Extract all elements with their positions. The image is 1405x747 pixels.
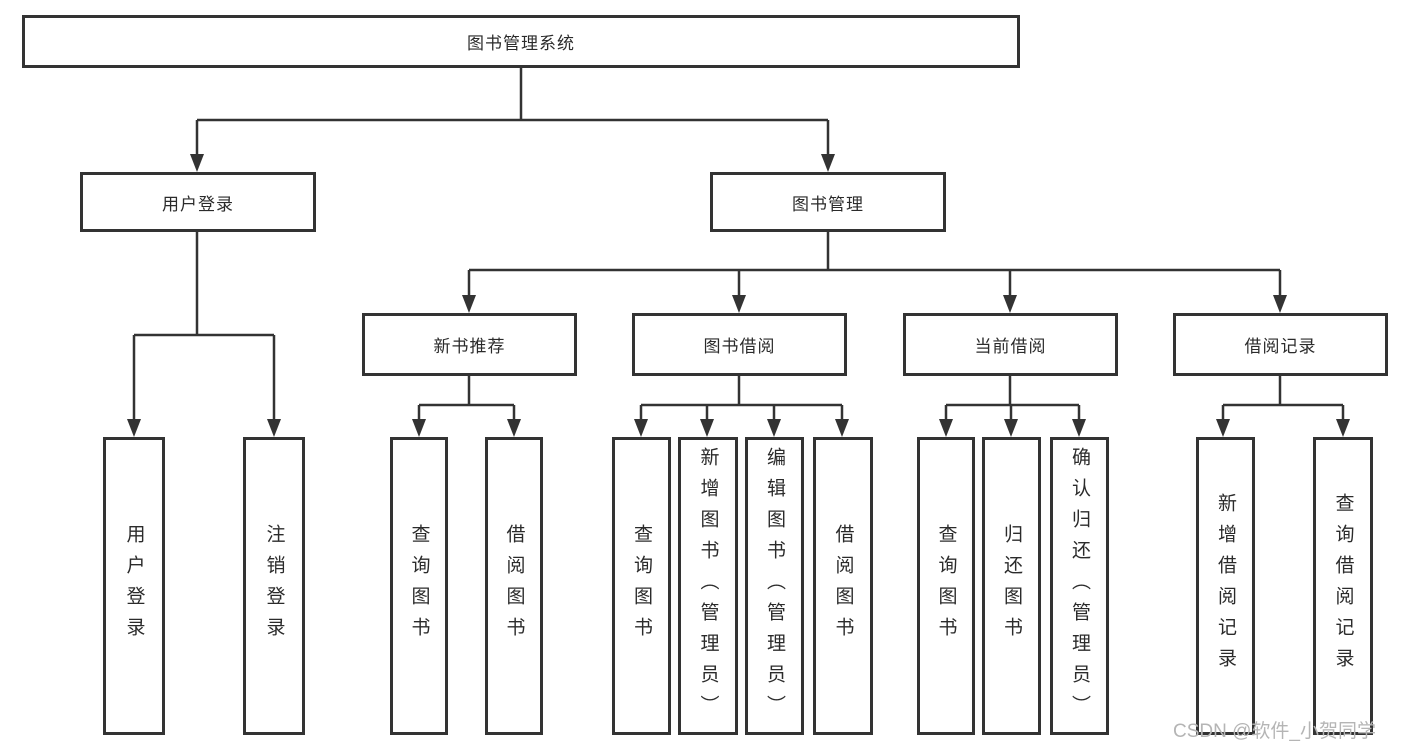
- leaf-label: 新增图书（管理员）: [697, 446, 719, 726]
- leaf-query-borrow-record: 查询借阅记录: [1313, 437, 1373, 735]
- node-borrow-records: 借阅记录: [1173, 313, 1388, 376]
- leaf-add-book-admin: 新增图书（管理员）: [678, 437, 738, 735]
- leaf-label: 查询借阅记录: [1332, 493, 1354, 679]
- leaf-label: 查询图书: [408, 524, 430, 648]
- arrowhead-down: [939, 419, 953, 437]
- arrowhead-down: [634, 419, 648, 437]
- arrowhead-down: [1004, 419, 1018, 437]
- leaf-label: 确认归还（管理员）: [1069, 446, 1090, 726]
- node-book-management: 图书管理: [710, 172, 946, 232]
- arrowhead-down: [732, 295, 746, 313]
- connector-paths: [132, 68, 1345, 421]
- arrowhead-down: [1003, 295, 1017, 313]
- leaf-borrow-books-newbook: 借阅图书: [485, 437, 543, 735]
- arrowhead-down: [821, 154, 835, 172]
- arrowhead-down: [1072, 419, 1086, 437]
- node-new-book-recommend: 新书推荐: [362, 313, 577, 376]
- leaf-label: 编辑图书（管理员）: [764, 446, 785, 726]
- leaf-return-books: 归还图书: [982, 437, 1041, 735]
- node-book-borrow: 图书借阅: [632, 313, 847, 376]
- node-user-login: 用户登录: [80, 172, 316, 232]
- leaf-label: 归还图书: [1001, 524, 1022, 648]
- node-current-borrow: 当前借阅: [903, 313, 1118, 376]
- arrowhead-down: [190, 154, 204, 172]
- arrowhead-down: [1216, 419, 1230, 437]
- arrowhead-down: [507, 419, 521, 437]
- leaf-query-books-current: 查询图书: [917, 437, 975, 735]
- arrowhead-down: [462, 295, 476, 313]
- leaf-label: 用户登录: [123, 524, 145, 648]
- leaf-user-login: 用户登录: [103, 437, 165, 735]
- leaf-edit-book-admin: 编辑图书（管理员）: [745, 437, 804, 735]
- leaf-logout-login: 注销登录: [243, 437, 305, 735]
- arrowhead-down: [1336, 419, 1350, 437]
- arrowhead-down: [412, 419, 426, 437]
- leaf-label: 借阅图书: [832, 524, 854, 648]
- leaf-label: 新增借阅记录: [1215, 493, 1236, 679]
- arrowheads: [127, 154, 1350, 437]
- watermark: CSDN @软件_小贺同学: [1173, 721, 1376, 742]
- arrowhead-down: [835, 419, 849, 437]
- node-library-management-system: 图书管理系统: [22, 15, 1020, 68]
- leaf-query-books-borrow: 查询图书: [612, 437, 671, 735]
- leaf-borrow-books-borrow: 借阅图书: [813, 437, 873, 735]
- leaf-add-borrow-record: 新增借阅记录: [1196, 437, 1255, 735]
- leaf-label: 查询图书: [935, 524, 957, 648]
- arrowhead-down: [267, 419, 281, 437]
- leaf-label: 借阅图书: [503, 524, 525, 648]
- leaf-confirm-return-admin: 确认归还（管理员）: [1050, 437, 1109, 735]
- arrowhead-down: [767, 419, 781, 437]
- arrowhead-down: [1273, 295, 1287, 313]
- leaf-query-books-newbook: 查询图书: [390, 437, 448, 735]
- arrowhead-down: [700, 419, 714, 437]
- arrowhead-down: [127, 419, 141, 437]
- leaf-label: 查询图书: [631, 524, 652, 648]
- leaf-label: 注销登录: [263, 524, 285, 648]
